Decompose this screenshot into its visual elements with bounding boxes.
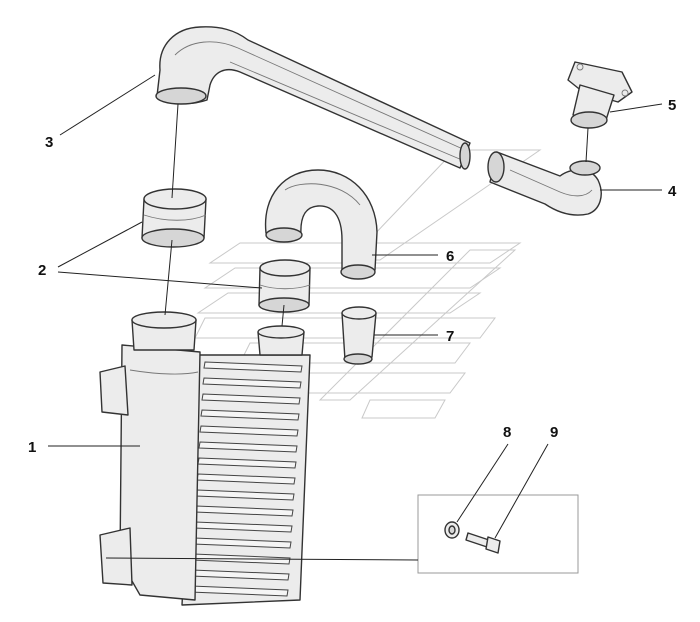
part-intake-air-pipe xyxy=(155,26,471,170)
part-bolt xyxy=(465,532,501,554)
part-short-hose xyxy=(341,306,377,365)
cooling-fins xyxy=(189,361,303,597)
callout-8: 8 xyxy=(503,424,511,441)
callout-1: 1 xyxy=(28,439,36,456)
part-intercooler xyxy=(99,311,311,606)
callout-5: 5 xyxy=(668,97,676,114)
fastener-detail-box xyxy=(417,494,579,574)
part-coupling-sleeve-lower xyxy=(258,259,311,313)
part-coupling-sleeve-upper xyxy=(141,188,207,248)
leader-lines xyxy=(48,74,663,561)
part-washer xyxy=(444,521,460,539)
callout-3: 3 xyxy=(45,134,53,151)
callout-6: 6 xyxy=(446,248,454,265)
part-hose xyxy=(487,151,602,216)
callout-labels: 1 2 3 4 5 6 7 8 9 xyxy=(28,97,677,456)
callout-2: 2 xyxy=(38,262,46,279)
callout-9: 9 xyxy=(550,424,558,441)
callout-7: 7 xyxy=(446,328,454,345)
part-flange-pipe xyxy=(567,61,633,129)
callout-4: 4 xyxy=(668,183,677,200)
part-bent-hose xyxy=(264,169,378,280)
